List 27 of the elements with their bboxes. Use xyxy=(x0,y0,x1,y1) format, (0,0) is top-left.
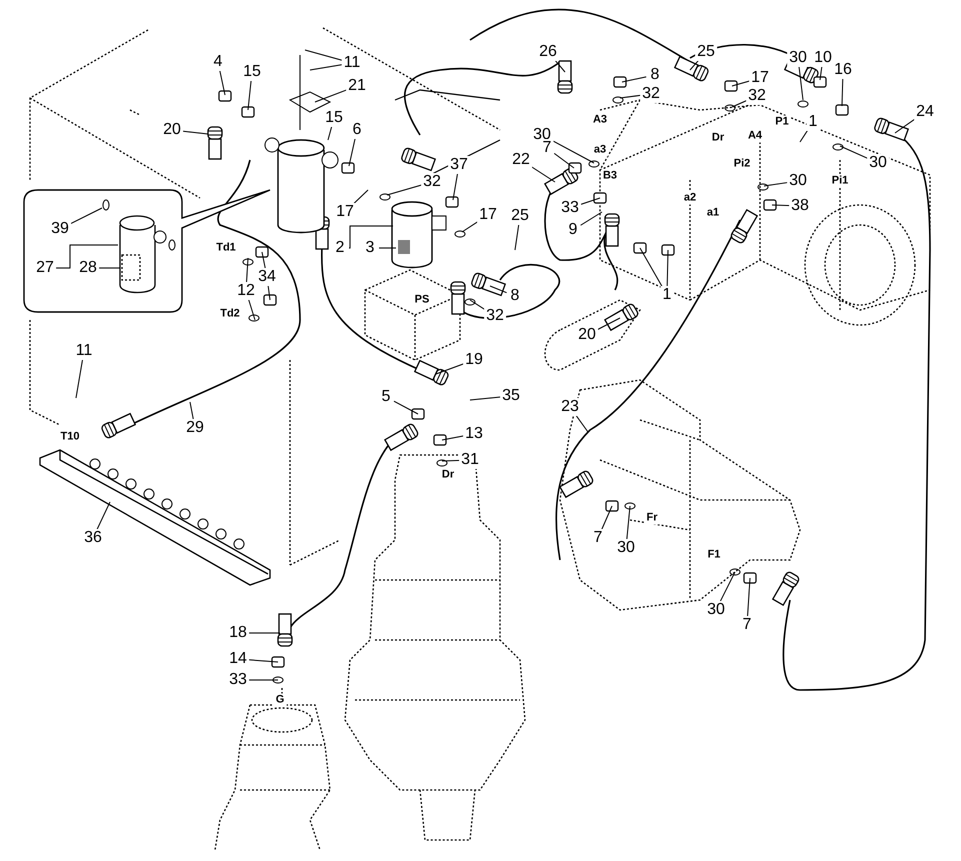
port-label: a3 xyxy=(592,144,608,156)
callout-number: 25 xyxy=(509,207,531,225)
callout-number: 4 xyxy=(212,53,224,71)
port-label: A4 xyxy=(746,130,764,142)
callout-number: 22 xyxy=(510,151,532,169)
port-label: G xyxy=(274,694,286,706)
port-label: Fr xyxy=(644,512,660,524)
callout-number: 34 xyxy=(256,268,278,286)
callout-number: 12 xyxy=(235,282,257,300)
callout-number: 25 xyxy=(695,43,717,61)
callout-number: 1 xyxy=(806,113,820,131)
callout-number: 15 xyxy=(323,109,345,127)
callout-number: 32 xyxy=(746,87,768,105)
callout-number: 10 xyxy=(812,49,834,67)
callout-number: 26 xyxy=(537,43,559,61)
callout-number: 6 xyxy=(350,121,364,139)
callout-number: 30 xyxy=(787,49,809,67)
callout-number: 17 xyxy=(477,206,499,224)
callout-number: 32 xyxy=(640,85,662,103)
callout-number: 23 xyxy=(559,398,581,416)
port-label: a2 xyxy=(682,192,698,204)
callout-number: 31 xyxy=(459,451,481,469)
callout-number: 11 xyxy=(74,342,94,360)
callout-number: 37 xyxy=(448,156,470,174)
callout-number: 24 xyxy=(914,103,936,121)
port-label: Pi1 xyxy=(830,174,850,188)
callout-number: 15 xyxy=(241,63,263,81)
